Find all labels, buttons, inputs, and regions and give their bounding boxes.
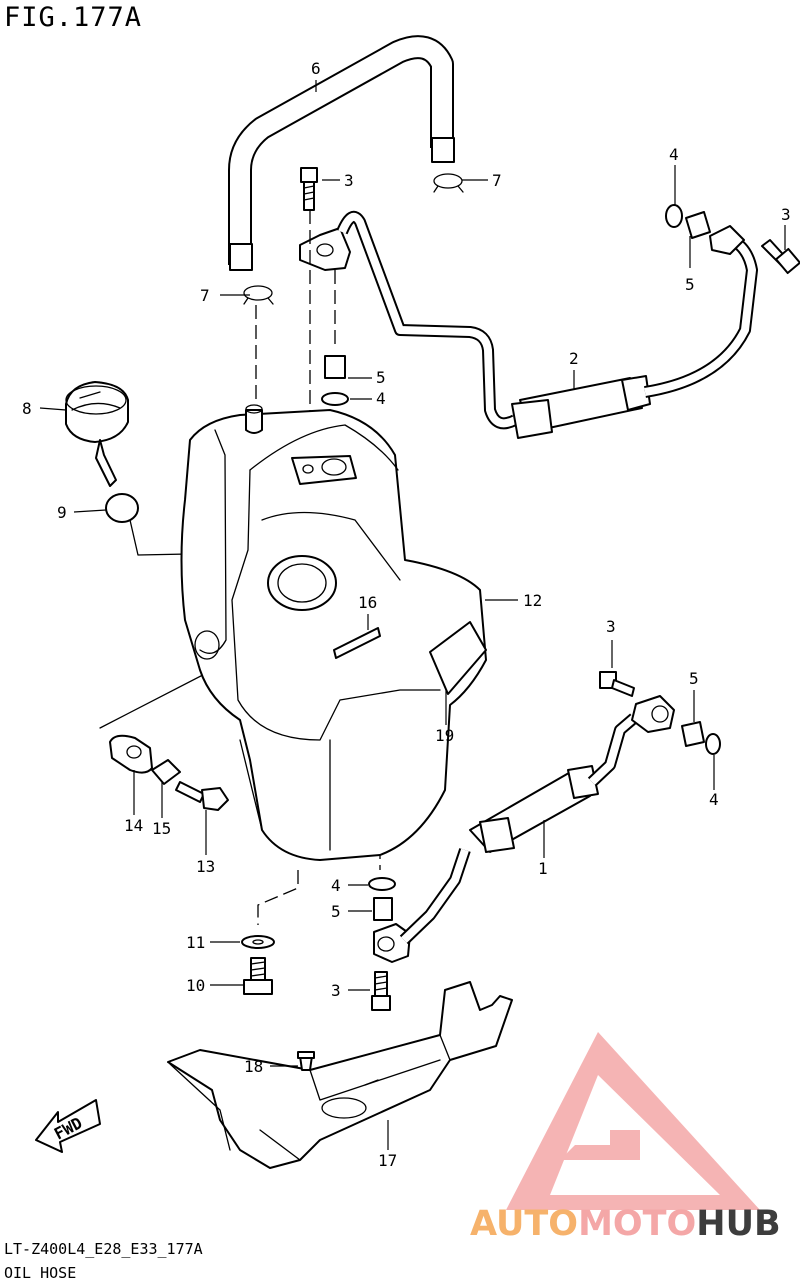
leader-lines — [39, 80, 786, 1150]
watermark-hub: HUB — [696, 1204, 781, 1244]
part-4-o-ring-lower — [368, 877, 396, 891]
callout-11: 11 — [186, 933, 205, 952]
callout-4-top-right: 4 — [669, 145, 679, 164]
part-5-collar-middle — [324, 355, 346, 379]
part-9-o-ring-cap — [105, 493, 139, 523]
part-1-oil-hose — [373, 695, 675, 963]
part-5-collar-lower — [373, 897, 393, 921]
part-4-o-ring-top-right — [665, 204, 683, 228]
part-19-label — [429, 621, 487, 695]
part-14-grommet — [109, 734, 153, 774]
part-7-clip-upper — [433, 173, 464, 193]
callout-4-middle: 4 — [376, 389, 386, 408]
callout-3-top-right: 3 — [781, 205, 791, 224]
part-5-collar-right — [681, 721, 705, 747]
part-3-bolt-top-right — [761, 239, 800, 275]
callout-3-right: 3 — [606, 617, 616, 636]
part-7-clip-lower — [243, 285, 274, 305]
callout-7-upper: 7 — [492, 171, 502, 190]
part-4-o-ring-middle — [321, 392, 349, 406]
part-13-bolt — [175, 781, 229, 811]
callout-5-lower: 5 — [331, 902, 341, 921]
callout-12: 12 — [523, 591, 542, 610]
part-10-drain-bolt — [243, 957, 273, 995]
alignment-line-drain — [257, 870, 299, 925]
part-5-collar-top-right — [685, 211, 711, 239]
part-3-bolt-top — [300, 167, 318, 211]
part-3-bolt-bottom — [371, 971, 391, 1011]
callout-1: 1 — [538, 859, 548, 878]
part-3-bolt-right — [599, 671, 635, 697]
figure-title: FIG.177A — [4, 2, 143, 33]
part-2-oil-hose — [299, 211, 758, 439]
part-6-breather-hose — [228, 35, 455, 271]
callout-2: 2 — [569, 349, 579, 368]
callout-3-bottom: 3 — [331, 981, 341, 1000]
part-4-o-ring-right — [705, 733, 721, 755]
watermark-brand: AUTOMOTOHUB — [470, 1204, 781, 1244]
callout-4-lower: 4 — [331, 876, 341, 895]
section-name: OIL HOSE — [4, 1264, 77, 1282]
part-15-collar — [151, 759, 181, 785]
callout-15: 15 — [152, 819, 171, 838]
watermark-moto: MOTO — [578, 1204, 697, 1244]
callout-19: 19 — [435, 726, 454, 745]
part-17-guard — [167, 981, 513, 1169]
callout-14: 14 — [124, 816, 143, 835]
callout-17: 17 — [378, 1151, 397, 1170]
part-8-filler-cap — [65, 381, 129, 487]
callout-6: 6 — [311, 59, 321, 78]
fwd-arrow-icon: FWD — [35, 1099, 101, 1153]
watermark-logo — [506, 1032, 760, 1210]
callout-16: 16 — [358, 593, 377, 612]
watermark-auto: AUTO — [470, 1204, 579, 1244]
callout-3-top: 3 — [344, 171, 354, 190]
part-11-washer — [241, 935, 275, 949]
callout-9: 9 — [57, 503, 67, 522]
model-code: LT-Z400L4_E28_E33_177A — [4, 1240, 203, 1258]
callout-10: 10 — [186, 976, 205, 995]
callout-8: 8 — [22, 399, 32, 418]
callout-7-lower: 7 — [200, 286, 210, 305]
callout-18: 18 — [244, 1057, 263, 1076]
callout-13: 13 — [196, 857, 215, 876]
callout-5-middle: 5 — [376, 368, 386, 387]
part-16-label — [333, 627, 381, 659]
callout-5-top-right: 5 — [685, 275, 695, 294]
part-18-clip — [297, 1051, 315, 1071]
callout-5-right: 5 — [689, 669, 699, 688]
callout-4-right: 4 — [709, 790, 719, 809]
part-12-oil-tank — [180, 404, 487, 861]
